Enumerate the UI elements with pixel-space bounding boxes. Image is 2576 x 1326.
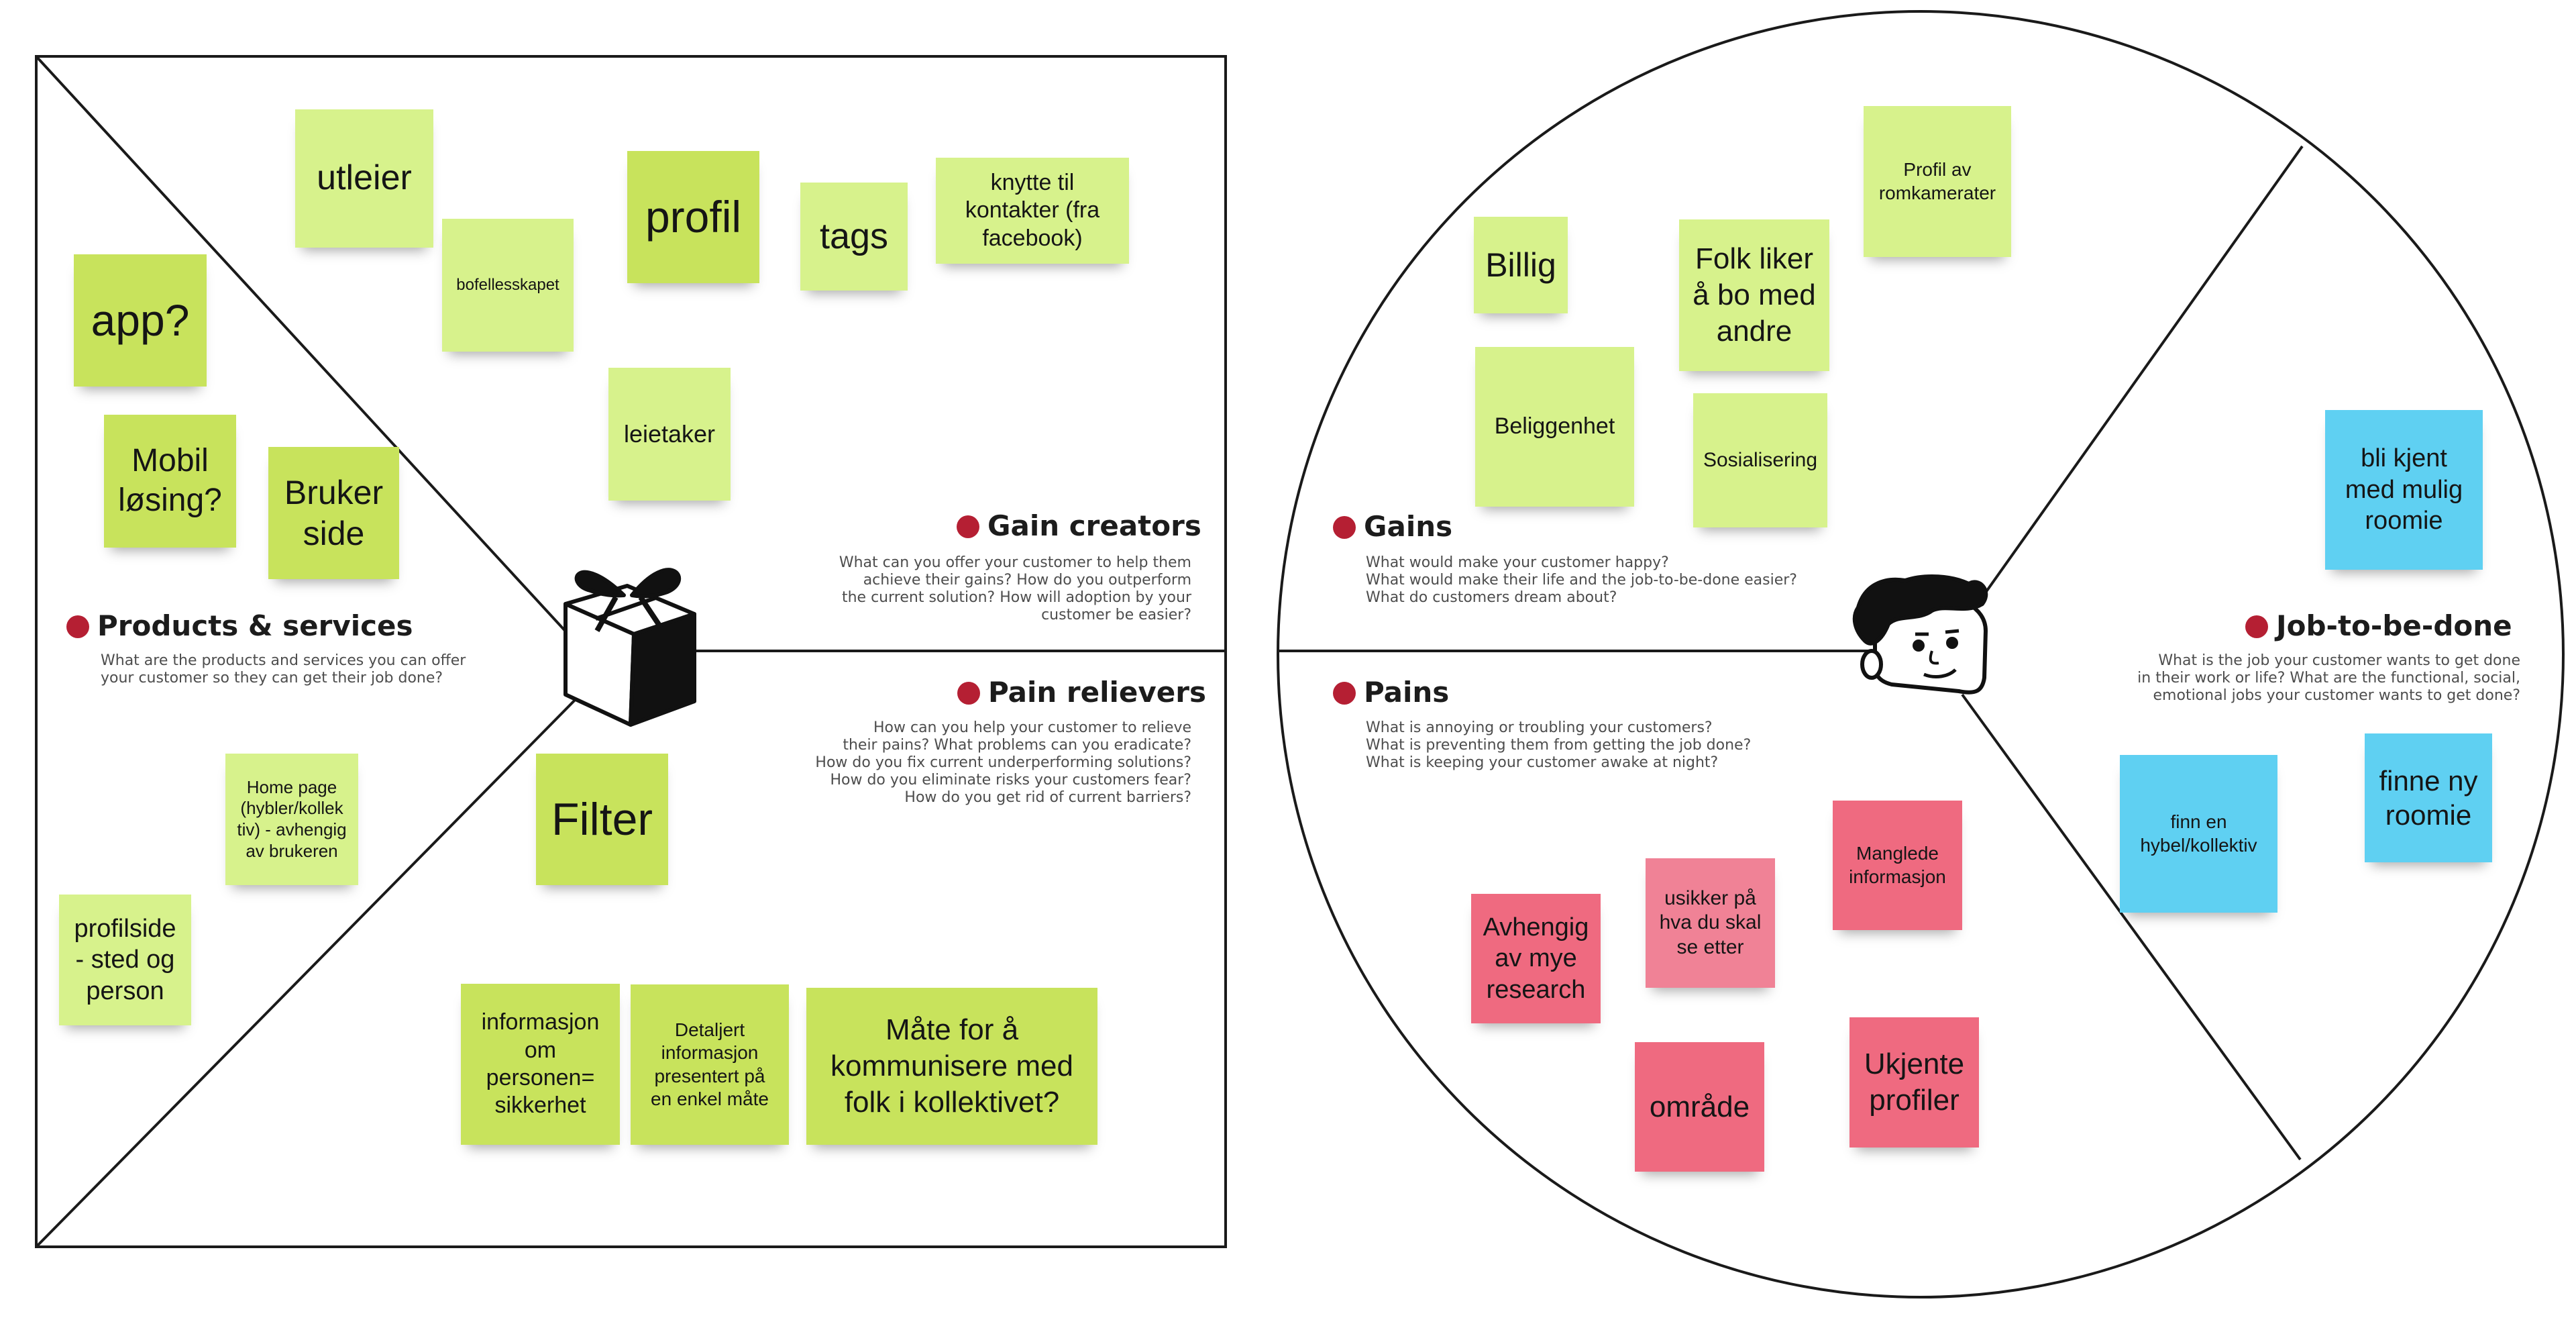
job-to-be-done-title: Job-to-be-done [2245,612,2512,640]
sticky-note[interactable]: bofellesskapet [442,219,574,352]
title-dot [1333,516,1356,539]
sticky-note[interactable]: utleier [295,109,433,248]
sticky-note[interactable]: Home page (hybler/kollek tiv) - avhengig… [225,754,358,885]
sticky-note[interactable]: Bruker side [268,447,399,579]
value-map-diagonal-bottom [35,690,585,1248]
job-to-be-done-desc: What is the job your customer wants to g… [2137,652,2520,704]
sticky-note[interactable]: Filter [536,754,668,885]
sticky-note[interactable]: bli kjent med mulig roomie [2325,410,2483,570]
sticky-note[interactable]: usikker på hva du skal se etter [1646,858,1775,988]
gains-title: Gains [1333,513,1452,541]
sticky-note[interactable]: Detaljert informasjon presentert på en e… [631,984,789,1145]
sticky-note[interactable]: område [1635,1042,1764,1172]
sticky-note[interactable]: Mobil løsing? [104,415,236,548]
gain-creators-desc: What can you offer your customer to help… [839,554,1191,623]
sticky-note[interactable]: tags [800,183,908,291]
sticky-note[interactable]: profil [627,151,759,283]
sticky-note[interactable]: informasjon om personen= sikkerhet [461,984,620,1145]
sticky-note[interactable]: leietaker [608,368,731,501]
sticky-note[interactable]: finn en hybel/kollektiv [2120,755,2277,913]
gains-desc: What would make your customer happy? Wha… [1366,554,1797,606]
pain-relievers-desc: How can you help your customer to reliev… [815,719,1191,806]
sticky-note[interactable]: Profil av romkamerater [1864,106,2011,257]
sticky-note[interactable]: Beliggenhet [1475,347,1634,507]
gift-box-icon [564,568,696,727]
pain-relievers-title: Pain relievers [957,678,1206,707]
pains-title: Pains [1333,678,1449,707]
title-dot [957,682,980,705]
title-dot [1333,682,1356,705]
products-services-desc: What are the products and services you c… [101,652,466,686]
sticky-note[interactable]: Sosialisering [1693,393,1827,527]
gain-creators-title: Gain creators [957,512,1201,540]
customer-profile-line-bottom [1961,693,2302,1161]
pains-desc: What is annoying or troubling your custo… [1366,719,1752,771]
sticky-note[interactable]: Billig [1474,217,1568,313]
sticky-note[interactable]: knytte til kontakter (fra facebook) [936,158,1129,264]
sticky-note[interactable]: Folk liker å bo med andre [1679,219,1829,371]
title-dot [957,515,979,538]
sticky-note[interactable]: Måte for å kommunisere med folk i kollek… [806,988,1097,1145]
value-map-diagonal-top [35,55,585,652]
title-dot [2245,615,2268,638]
sticky-note[interactable]: profilside - sted og person [59,895,191,1025]
sticky-note[interactable]: Avhengig av mye research [1471,894,1601,1023]
customer-profile-circle [1277,10,2565,1298]
sticky-note[interactable]: Ukjente profiler [1849,1017,1979,1148]
products-services-title: Products & services [66,612,413,640]
customer-face-icon [1852,574,1988,695]
sticky-note[interactable]: Manglede informasjon [1833,801,1962,930]
customer-profile-line-top [1968,145,2304,617]
sticky-note[interactable]: finne ny roomie [2365,733,2492,862]
title-dot [66,615,89,638]
sticky-note[interactable]: app? [74,254,207,387]
